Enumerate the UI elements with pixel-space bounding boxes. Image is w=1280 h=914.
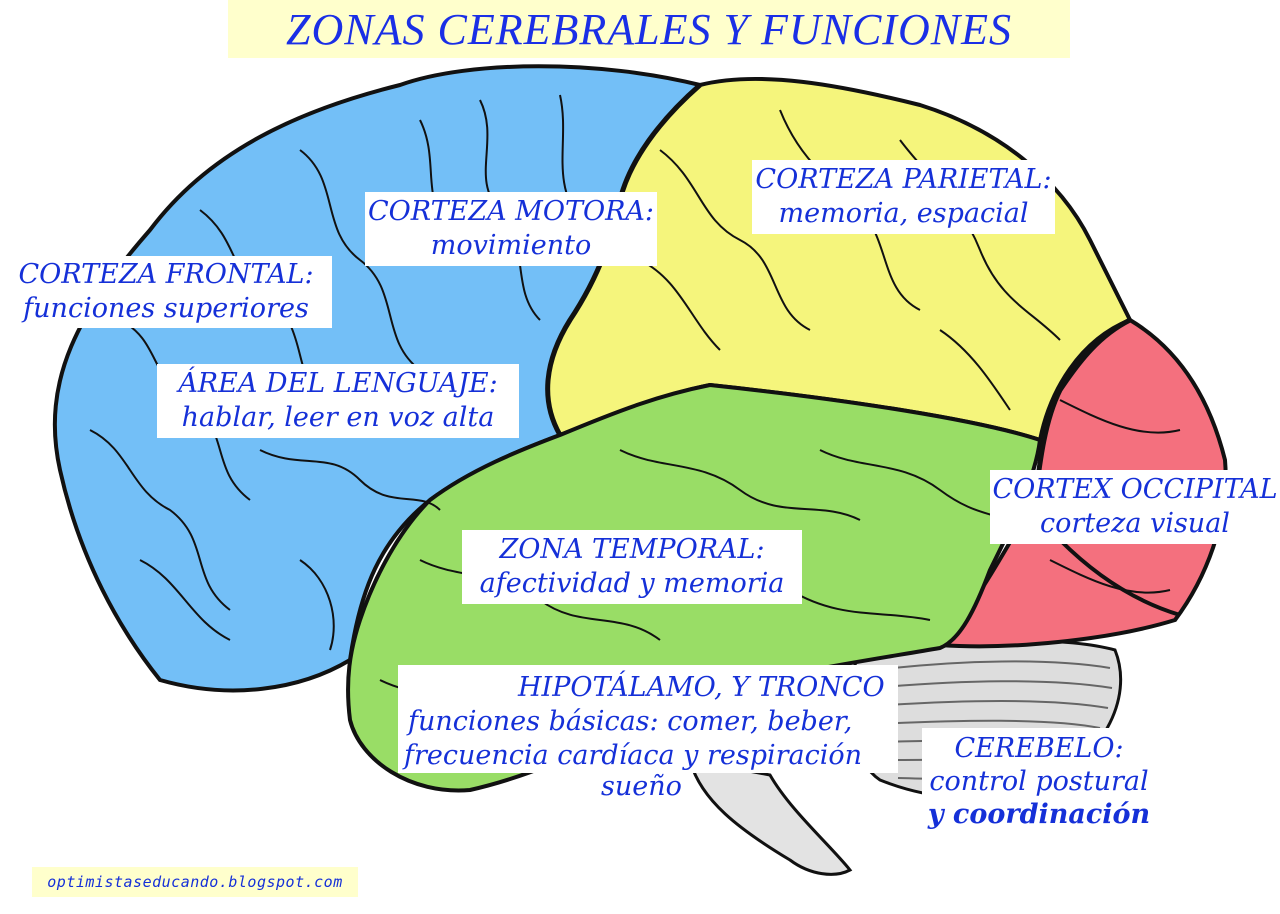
label-corteza-motora-title: CORTEZA MOTORA: xyxy=(367,196,655,227)
label-corteza-motora-desc: movimiento xyxy=(430,230,592,261)
label-corteza-parietal: CORTEZA PARIETAL: memoria, espacial xyxy=(752,160,1055,234)
label-cerebelo: CEREBELO: control postural y coordinació… xyxy=(922,728,1156,832)
label-corteza-frontal: CORTEZA FRONTAL: funciones superiores xyxy=(0,256,332,328)
label-cortex-occipital-desc: corteza visual xyxy=(1040,508,1230,539)
parieto-occipital-sulcus xyxy=(1032,317,1132,501)
label-area-lenguaje-title: ÁREA DEL LENGUAJE: xyxy=(178,368,498,399)
label-cerebelo-title: CEREBELO: xyxy=(954,733,1124,764)
source-credit: optimistaseducando.blogspot.com xyxy=(32,867,358,897)
label-hipotalamo-title: HIPOTÁLAMO, Y TRONCO xyxy=(518,672,885,703)
title-banner: ZONAS CEREBRALES Y FUNCIONES xyxy=(228,0,1070,58)
label-cerebelo-desc-2: y coordinación xyxy=(927,799,1151,830)
label-cerebelo-desc-1: control postural xyxy=(929,766,1149,797)
label-corteza-frontal-title: CORTEZA FRONTAL: xyxy=(18,259,314,290)
label-area-lenguaje: ÁREA DEL LENGUAJE: hablar, leer en voz a… xyxy=(157,364,519,438)
label-corteza-frontal-desc: funciones superiores xyxy=(23,293,309,324)
label-area-lenguaje-desc: hablar, leer en voz alta xyxy=(181,402,495,433)
occipital-groove xyxy=(1058,538,1181,617)
parietal-temporal-boundary xyxy=(709,384,1041,441)
brainstem xyxy=(687,758,853,876)
label-hipotalamo-desc-2: frecuencia cardíaca y respiración xyxy=(404,740,863,771)
label-corteza-motora: CORTEZA MOTORA: movimiento xyxy=(365,192,657,266)
page-title: ZONAS CEREBRALES Y FUNCIONES xyxy=(286,4,1012,54)
label-corteza-parietal-title: CORTEZA PARIETAL: xyxy=(755,164,1052,195)
label-zona-temporal-desc: afectividad y memoria xyxy=(479,568,785,599)
label-cortex-occipital: CORTEX OCCIPITAL corteza visual xyxy=(990,470,1280,544)
label-corteza-parietal-desc: memoria, espacial xyxy=(778,198,1029,229)
label-hipotalamo: HIPOTÁLAMO, Y TRONCO funciones básicas: … xyxy=(398,665,898,773)
label-cortex-occipital-title: CORTEX OCCIPITAL xyxy=(992,474,1278,505)
label-zona-temporal: ZONA TEMPORAL: afectividad y memoria xyxy=(462,530,802,604)
label-zona-temporal-title: ZONA TEMPORAL: xyxy=(499,534,765,565)
label-hipotalamo-desc-1: funciones básicas: comer, beber, xyxy=(408,706,853,737)
label-hipotalamo-desc-3: sueño xyxy=(598,770,685,804)
